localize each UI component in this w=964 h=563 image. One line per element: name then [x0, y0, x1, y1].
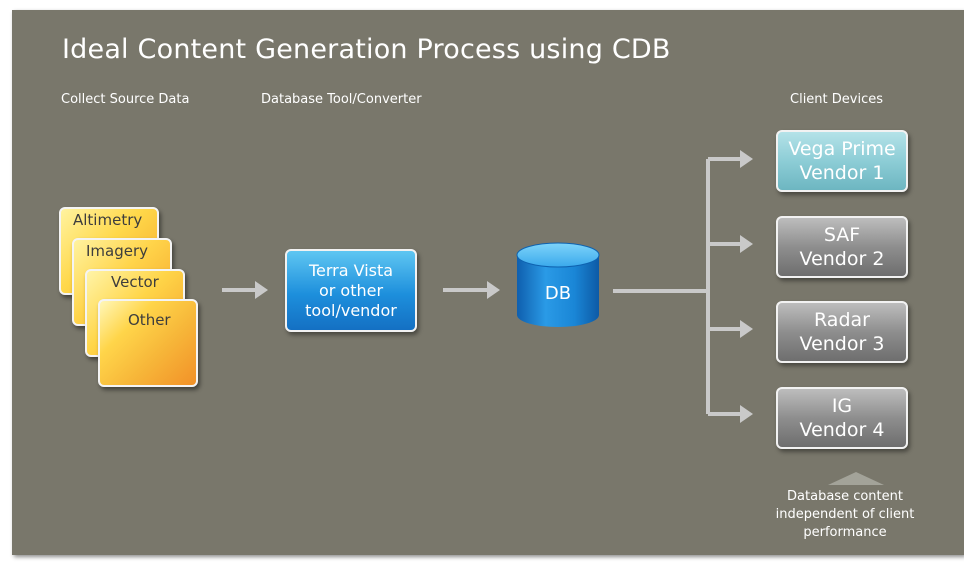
- vendor-3-name: Radar: [814, 309, 870, 331]
- vendor-4-label: Vendor 4: [799, 419, 885, 441]
- source-card-other: Other: [98, 299, 198, 387]
- note-line-3: performance: [803, 525, 887, 540]
- branch-vendor-4-head: [740, 405, 753, 423]
- header-collect-source-data: Collect Source Data: [61, 92, 190, 107]
- diagram-title: Ideal Content Generation Process using C…: [62, 34, 671, 65]
- arrow-sources-to-tool-head: [255, 281, 268, 299]
- note-line-1: Database content: [787, 489, 903, 504]
- vendor-1-name: Vega Prime: [788, 138, 896, 160]
- vendor-4-name: IG: [831, 395, 853, 417]
- tool-box-line1: Terra Vista: [308, 260, 394, 280]
- arrow-tool-to-db-head: [487, 281, 500, 299]
- database-label: DB: [544, 283, 572, 304]
- vendor-2-name: SAF: [823, 224, 861, 246]
- source-card-label: Other: [128, 311, 171, 329]
- database-note: Database content independent of client p…: [760, 488, 930, 542]
- vendor-box-1: Vega Prime Vendor 1: [776, 130, 908, 192]
- branch-vendor-2-head: [740, 235, 753, 253]
- tool-box: Terra Vista or other tool/vendor: [285, 249, 417, 332]
- header-database-tool: Database Tool/Converter: [261, 92, 422, 107]
- vendor-1-label: Vendor 1: [799, 162, 885, 184]
- note-line-2: independent of client: [775, 507, 915, 522]
- tool-box-line3: tool/vendor: [305, 300, 397, 320]
- vendor-3-label: Vendor 3: [799, 333, 885, 355]
- database-cylinder-icon: [516, 242, 600, 327]
- source-card-label: Altimetry: [73, 211, 143, 229]
- tool-box-line2: or other: [318, 280, 384, 300]
- vendor-box-3: Radar Vendor 3: [776, 301, 908, 363]
- source-card-label: Vector: [111, 273, 159, 291]
- vendor-box-2: SAF Vendor 2: [776, 216, 908, 278]
- source-card-label: Imagery: [86, 242, 149, 260]
- vendor-box-4: IG Vendor 4: [776, 387, 908, 449]
- triangle-pointer-icon: [828, 472, 884, 485]
- header-client-devices: Client Devices: [790, 92, 883, 107]
- branch-vendor-1-head: [740, 150, 753, 168]
- vendor-2-label: Vendor 2: [799, 248, 885, 270]
- branch-vendor-3-head: [740, 320, 753, 338]
